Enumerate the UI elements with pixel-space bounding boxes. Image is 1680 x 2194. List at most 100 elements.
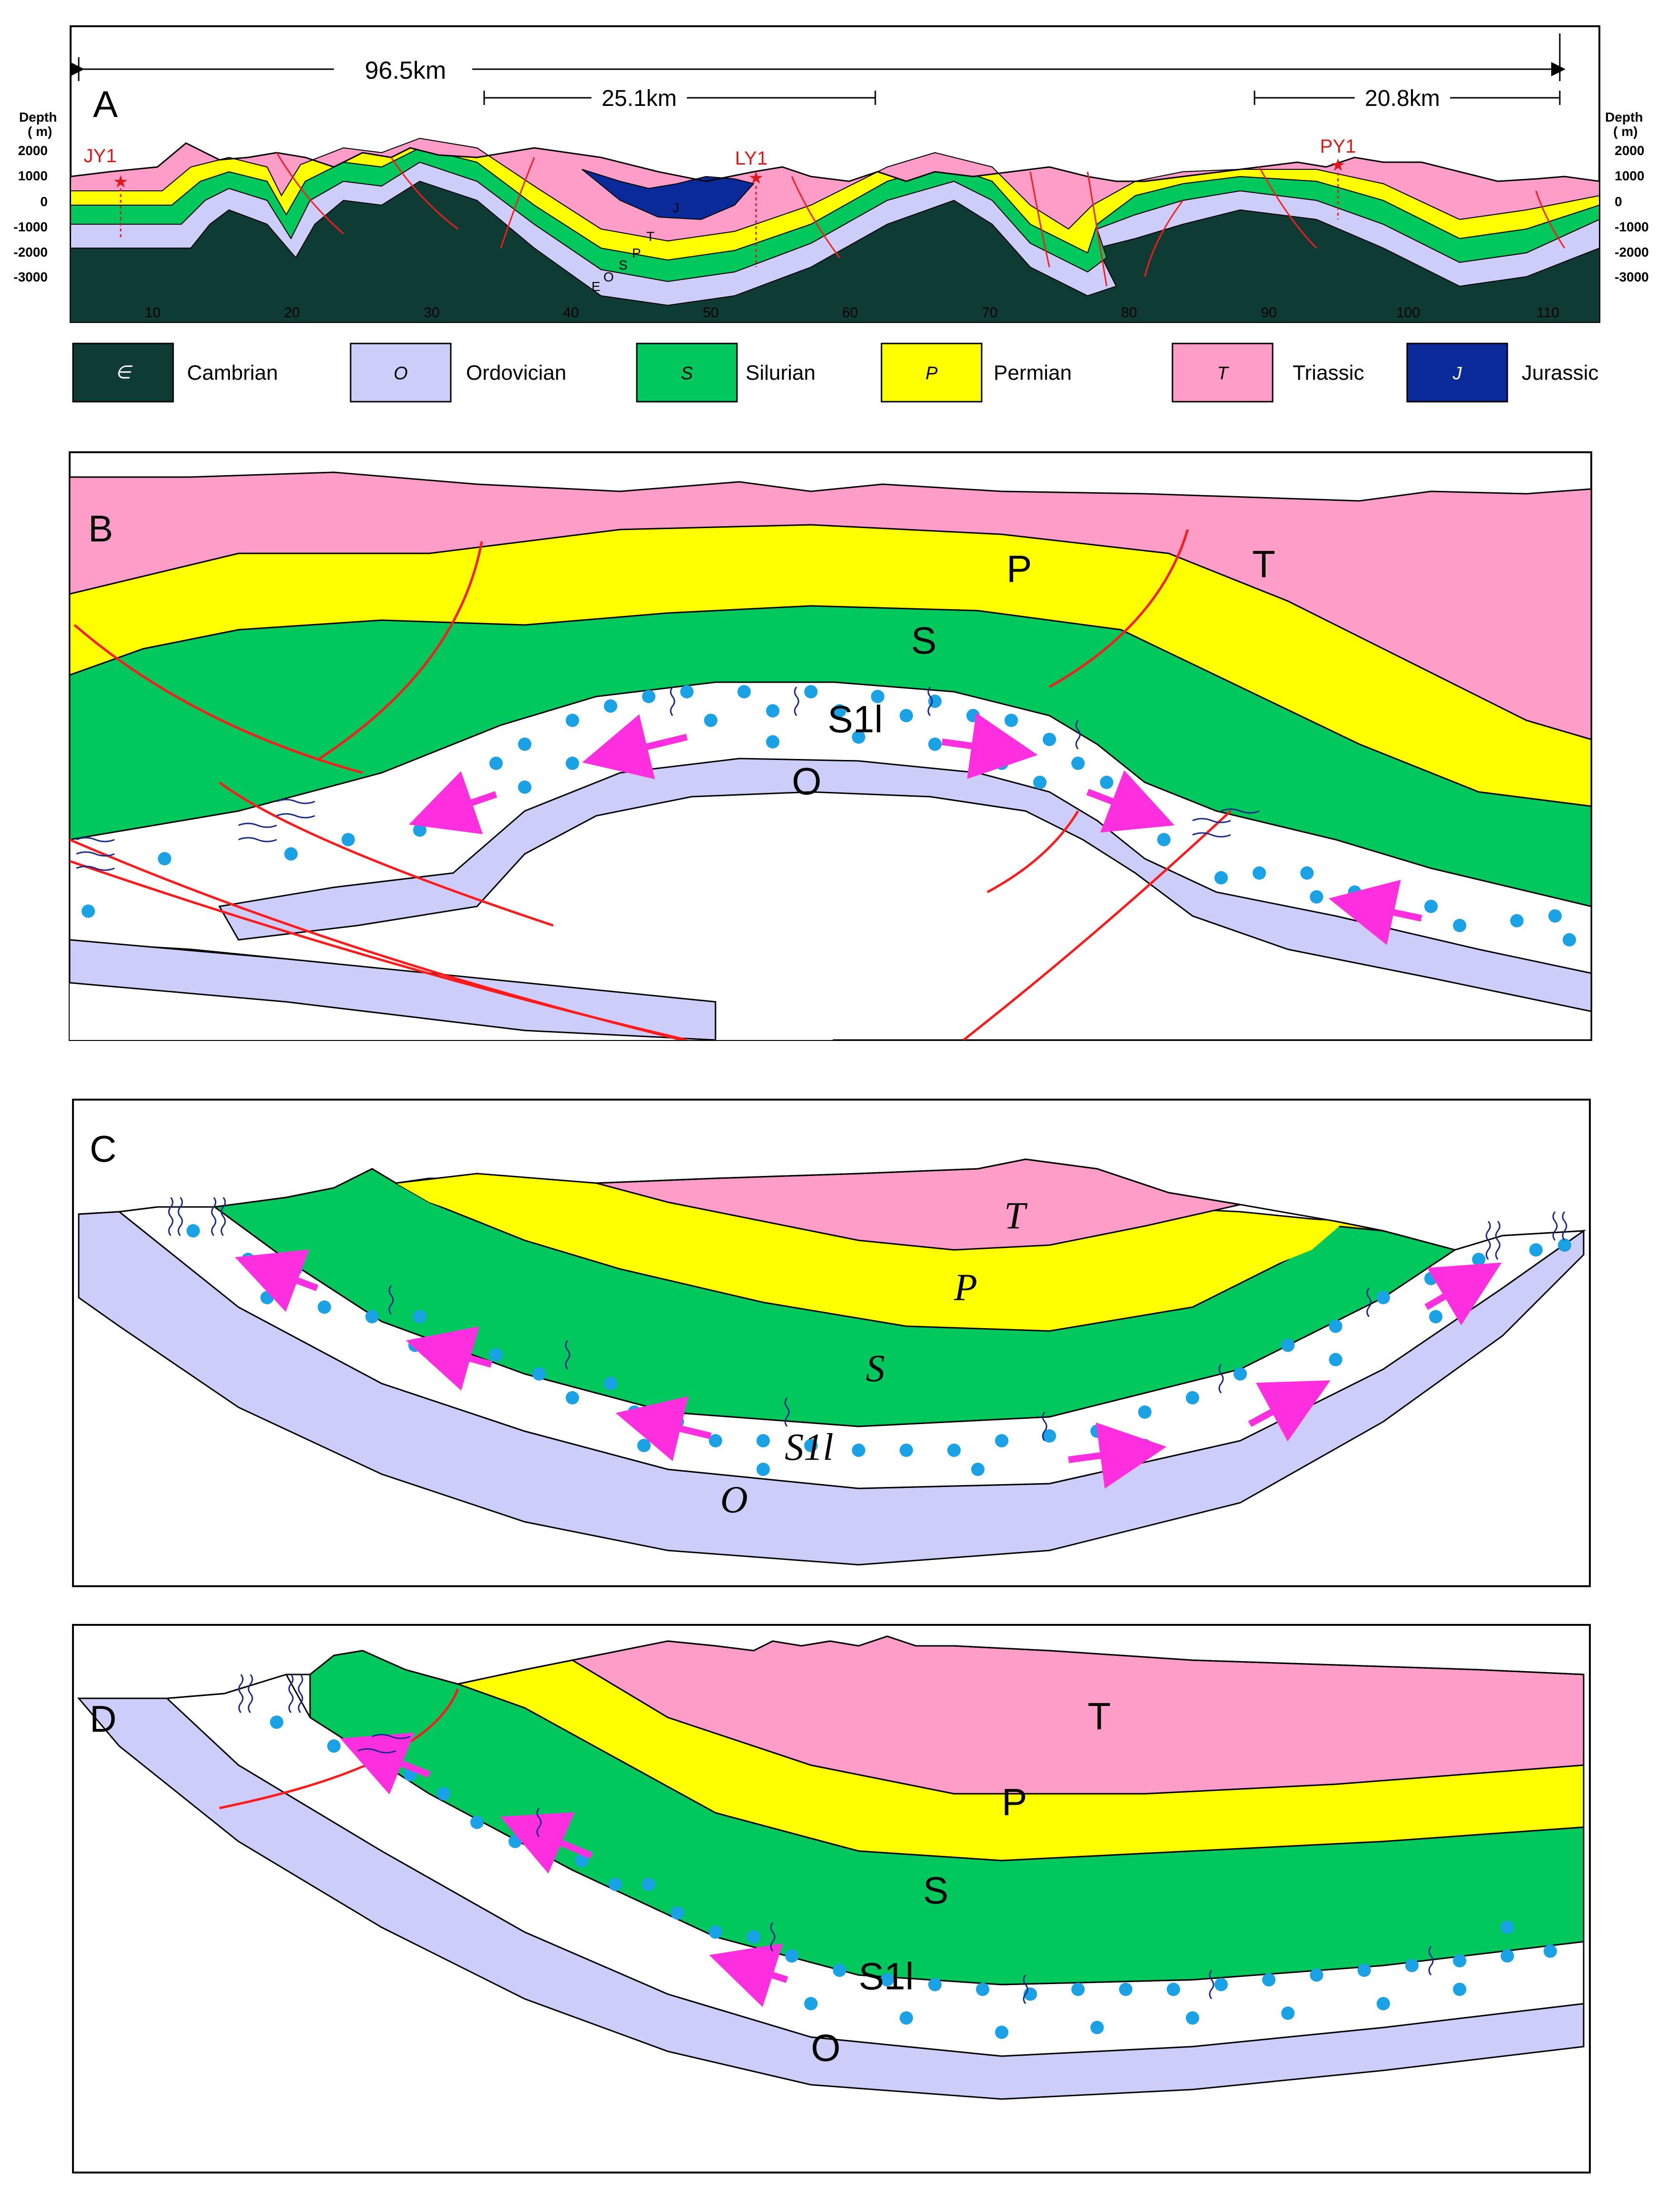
c-label-p: P	[954, 1267, 977, 1309]
d-migration-arrows	[340, 1732, 788, 2007]
panel-d: D T P S S1l O	[72, 1624, 1591, 2173]
b-label-t: T	[1252, 543, 1276, 585]
svg-text:P: P	[925, 364, 938, 384]
d-label-p: P	[1002, 1781, 1027, 1823]
c-label-t: T	[1004, 1195, 1028, 1237]
d-label-t: T	[1088, 1695, 1111, 1737]
svg-text:S: S	[681, 364, 693, 384]
svg-text:-2000: -2000	[1615, 245, 1649, 260]
b-migration-arrows	[409, 713, 1422, 946]
b-ordovician-layer	[218, 758, 1591, 1012]
svg-text:Depth: Depth	[19, 110, 57, 125]
b-label-p: P	[1006, 548, 1032, 590]
svg-text:O: O	[603, 270, 614, 284]
svg-text:20: 20	[284, 305, 300, 321]
a-unit-letters: J T P S O E	[591, 200, 679, 294]
a-panel-label: A	[93, 83, 118, 125]
c-water-droplets	[187, 1224, 1571, 1476]
svg-text:60: 60	[842, 305, 858, 321]
svg-text:J: J	[1452, 364, 1462, 384]
a-total-distance: 96.5km	[365, 57, 446, 84]
a-well-ly1: LY1 ★	[735, 148, 767, 267]
svg-text:-3000: -3000	[1615, 270, 1649, 284]
svg-text:0: 0	[1615, 194, 1622, 209]
svg-text:100: 100	[1396, 305, 1420, 321]
panel-b: B T P S S1l O	[69, 451, 1592, 1041]
svg-text:Depth: Depth	[1605, 110, 1643, 125]
b-ordovician-base-band	[70, 939, 716, 1040]
a-depth-axis-right: Depth ( m) 2000 1000 0 -1000 -2000 -3000	[1605, 110, 1649, 284]
svg-text:50: 50	[703, 305, 718, 321]
a-well-py1: PY1 ★	[1320, 136, 1356, 219]
svg-text:J: J	[673, 200, 679, 215]
legend-item-silurian: S Silurian	[636, 343, 816, 403]
d-label-s1l: S1l	[859, 1955, 914, 1997]
d-fluid-escape-icons	[238, 1674, 1434, 2004]
svg-text:T: T	[1217, 364, 1229, 384]
svg-text:40: 40	[563, 305, 579, 321]
a-jurassic-lens	[581, 169, 755, 220]
c-label-o: O	[720, 1479, 748, 1521]
a-cambrian-layer	[71, 181, 1599, 322]
c-label-s1l: S1l	[785, 1426, 833, 1468]
svg-text:2000: 2000	[18, 143, 48, 158]
svg-text:10: 10	[145, 305, 160, 321]
d-water-droplets	[270, 1716, 1557, 2039]
svg-text:PY1: PY1	[1320, 136, 1356, 157]
svg-text:O: O	[394, 364, 408, 384]
svg-text:Jurassic: Jurassic	[1522, 361, 1598, 385]
svg-text:1000: 1000	[1615, 168, 1644, 183]
svg-text:E: E	[591, 279, 601, 294]
svg-text:110: 110	[1536, 305, 1559, 321]
svg-text:90: 90	[1261, 305, 1276, 321]
a-x-axis: 10 20 30 40 50 60 70 80 90 100 110	[145, 305, 1559, 321]
svg-text:0: 0	[40, 194, 48, 209]
d-topography	[79, 1635, 1584, 1699]
svg-text:JY1: JY1	[84, 146, 117, 166]
b-label-s1l: S1l	[828, 698, 883, 740]
a-depth-axis-left: Depth ( m) 2000 1000 0 -1000 -2000 -3000	[13, 110, 57, 284]
a-well-jy1: JY1 ★	[84, 146, 128, 239]
b-label-o: O	[792, 760, 821, 802]
svg-text:Ordovician: Ordovician	[466, 361, 566, 385]
svg-text:Silurian: Silurian	[746, 361, 816, 385]
d-panel-label: D	[90, 1698, 116, 1740]
svg-text:-2000: -2000	[13, 245, 48, 260]
legend: ∈ Cambrian O Ordovician S Silurian P Per…	[72, 343, 1598, 403]
b-panel-label: B	[88, 508, 113, 550]
well-star-icon: ★	[113, 172, 128, 191]
svg-text:Cambrian: Cambrian	[187, 361, 278, 385]
c-panel-label: C	[90, 1128, 116, 1170]
c-migration-arrows	[235, 1249, 1502, 1489]
svg-text:Permian: Permian	[994, 361, 1072, 385]
svg-text:( m): ( m)	[1613, 124, 1638, 139]
b-faults	[70, 529, 1232, 1040]
svg-text:T: T	[646, 229, 654, 244]
panel-a: 96.5km 25.1km 20.8km A Depth ( m) 2000 1…	[13, 25, 1649, 323]
c-fluid-escape-icons	[168, 1197, 1567, 1441]
b-label-s: S	[911, 619, 936, 662]
a-dimensions	[70, 33, 1566, 105]
legend-item-triassic: T Triassic	[1172, 343, 1364, 403]
c-label-s: S	[866, 1348, 885, 1390]
panel-c: C T P S S1l O	[72, 1099, 1591, 1587]
a-distance-1: 25.1km	[601, 86, 676, 111]
b-fluid-escape-icons	[76, 686, 1260, 871]
a-topography	[71, 142, 1599, 182]
svg-text:-3000: -3000	[13, 270, 48, 284]
well-star-icon: ★	[748, 168, 764, 187]
svg-text:( m): ( m)	[28, 124, 52, 139]
svg-text:Triassic: Triassic	[1293, 361, 1364, 385]
legend-item-cambrian: ∈ Cambrian	[72, 343, 278, 403]
svg-text:30: 30	[424, 305, 439, 321]
svg-text:∈: ∈	[115, 363, 133, 383]
svg-text:S: S	[619, 258, 628, 272]
c-topography	[78, 1158, 1584, 1251]
svg-text:LY1: LY1	[735, 148, 767, 169]
svg-text:P: P	[632, 246, 641, 260]
well-star-icon: ★	[1330, 155, 1346, 175]
svg-text:-1000: -1000	[13, 219, 48, 234]
legend-item-ordovician: O Ordovician	[350, 343, 566, 403]
d-label-o: O	[811, 2027, 840, 2069]
